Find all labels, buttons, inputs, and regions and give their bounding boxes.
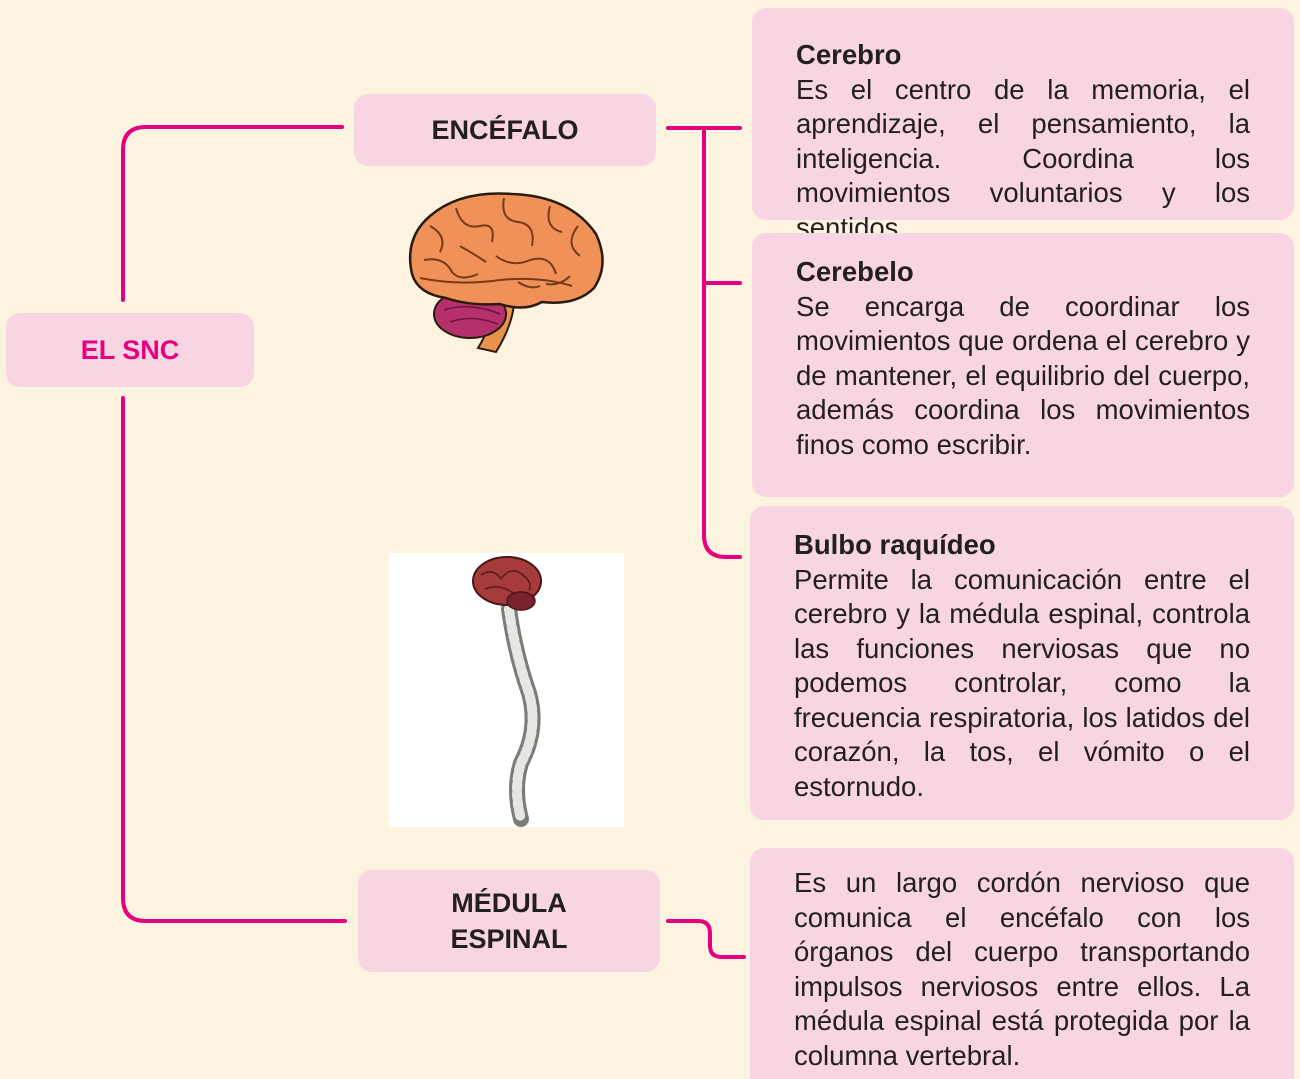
bulbo-raquideo-text: Permite la comunicación entre el cerebro…: [794, 563, 1250, 802]
encefalo-node: ENCÉFALO: [354, 94, 656, 166]
brain-illustration: [408, 192, 604, 354]
cerebelo-text: Se encarga de coordinar los movimientos …: [796, 290, 1250, 460]
encefalo-bracket-connector: [666, 126, 742, 559]
root-to-encefalo-connector: [121, 125, 344, 302]
cerebelo-description-box: Cerebelo Se encarga de coordinar los mov…: [752, 233, 1294, 497]
snc-root-label: EL SNC: [80, 335, 180, 365]
bulbo-raquideo-title: Bulbo raquídeo: [794, 529, 996, 560]
medula-espinal-node: MÉDULA ESPINAL: [358, 870, 660, 972]
cerebro-description-box: Cerebro Es el centro de la memoria, el a…: [752, 8, 1294, 243]
medula-description-box: Es un largo cordón nervioso que comunica…: [750, 848, 1294, 1079]
cerebelo-title: Cerebelo: [796, 256, 914, 287]
bulbo-raquideo-description-box: Bulbo raquídeo Permite la comunicación e…: [750, 506, 1294, 820]
medula-label-line1: MÉDULA: [451, 888, 567, 918]
medula-bracket-connector: [666, 919, 746, 959]
medula-label-line2: ESPINAL: [450, 924, 568, 954]
snc-root-node: EL SNC: [6, 313, 254, 387]
spine-illustration: [389, 553, 624, 827]
encefalo-label: ENCÉFALO: [431, 115, 579, 145]
root-to-medula-connector: [121, 396, 347, 923]
cerebro-text: Es el centro de la memoria, el aprendiza…: [796, 73, 1250, 243]
medula-text: Es un largo cordón nervioso que comunica…: [794, 867, 1250, 1071]
cerebro-title: Cerebro: [796, 39, 902, 70]
